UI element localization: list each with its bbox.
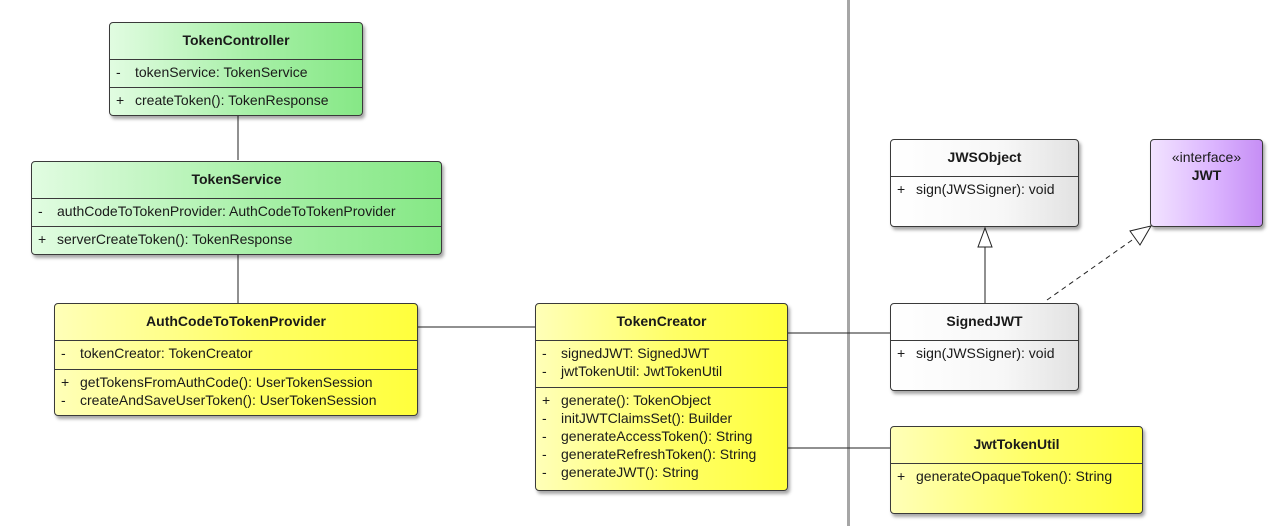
operation-row: - initJWTClaimsSet(): Builder <box>542 410 733 426</box>
class-jws-object[interactable]: JWSObject + sign(JWSSigner): void <box>890 139 1079 227</box>
operation-row: - generateAccessToken(): String <box>542 428 753 444</box>
class-token-service[interactable]: TokenService - authCodeToTokenProvider: … <box>31 161 442 255</box>
operations-section: + generate(): TokenObject - initJWTClaim… <box>536 387 787 481</box>
attributes-section: - signedJWT: SignedJWT - jwtTokenUtil: J… <box>536 340 787 387</box>
realization-signedjwt-jwt[interactable] <box>1046 237 1136 301</box>
class-token-creator[interactable]: TokenCreator - signedJWT: SignedJWT - jw… <box>535 303 788 491</box>
partition-divider <box>847 0 850 526</box>
attribute-row: - tokenService: TokenService <box>116 64 308 80</box>
attributes-section: - tokenCreator: TokenCreator <box>55 340 417 369</box>
generalization-arrowhead <box>977 226 993 248</box>
class-name: JWSObject <box>947 149 1022 165</box>
operation-row: + generateOpaqueToken(): String <box>897 468 1113 484</box>
interface-name: JWT <box>1191 167 1222 183</box>
class-signed-jwt[interactable]: SignedJWT + sign(JWSSigner): void <box>890 303 1079 391</box>
attribute-row: - signedJWT: SignedJWT <box>542 345 710 361</box>
operation-row: + generate(): TokenObject <box>542 392 711 408</box>
operation-row: + createToken(): TokenResponse <box>116 92 329 108</box>
class-name: AuthCodeToTokenProvider <box>146 313 326 329</box>
operations-section: + generateOpaqueToken(): String <box>891 463 1142 485</box>
class-name: SignedJWT <box>946 313 1023 329</box>
operation-row: + serverCreateToken(): TokenResponse <box>38 231 293 247</box>
interface-header: «interface» JWT <box>1151 140 1262 184</box>
attribute-row: - authCodeToTokenProvider: AuthCodeToTok… <box>38 203 396 219</box>
class-name: JwtTokenUtil <box>973 436 1060 452</box>
operation-row: + sign(JWSSigner): void <box>897 181 1055 197</box>
class-token-controller[interactable]: TokenController - tokenService: TokenSer… <box>109 22 363 116</box>
class-name: TokenController <box>182 32 290 48</box>
attributes-section: - authCodeToTokenProvider: AuthCodeToTok… <box>32 198 441 226</box>
class-name: TokenService <box>191 171 282 187</box>
attribute-row: - tokenCreator: TokenCreator <box>61 345 253 361</box>
operation-row: - createAndSaveUserToken(): UserTokenSes… <box>61 392 377 408</box>
operation-row: - generateJWT(): String <box>542 464 699 480</box>
class-auth-code-to-token-provider[interactable]: AuthCodeToTokenProvider - tokenCreator: … <box>54 303 418 416</box>
attributes-section: - tokenService: TokenService <box>110 59 362 87</box>
operations-section: + sign(JWSSigner): void <box>891 176 1078 198</box>
attribute-row: - jwtTokenUtil: JwtTokenUtil <box>542 363 723 379</box>
class-name: TokenCreator <box>616 313 707 329</box>
stereotype-label: «interface» <box>1171 149 1242 165</box>
operations-section: + serverCreateToken(): TokenResponse <box>32 226 441 248</box>
operations-section: + createToken(): TokenResponse <box>110 87 362 109</box>
operation-row: + sign(JWSSigner): void <box>897 345 1055 361</box>
interface-jwt[interactable]: «interface» JWT <box>1150 139 1263 227</box>
realization-arrowhead <box>1129 225 1153 246</box>
class-jwt-token-util[interactable]: JwtTokenUtil + generateOpaqueToken(): St… <box>890 426 1143 514</box>
operations-section: + getTokensFromAuthCode(): UserTokenSess… <box>55 369 417 409</box>
operation-row: + getTokensFromAuthCode(): UserTokenSess… <box>61 374 373 390</box>
operation-row: - generateRefreshToken(): String <box>542 446 757 462</box>
operations-section: + sign(JWSSigner): void <box>891 340 1078 362</box>
